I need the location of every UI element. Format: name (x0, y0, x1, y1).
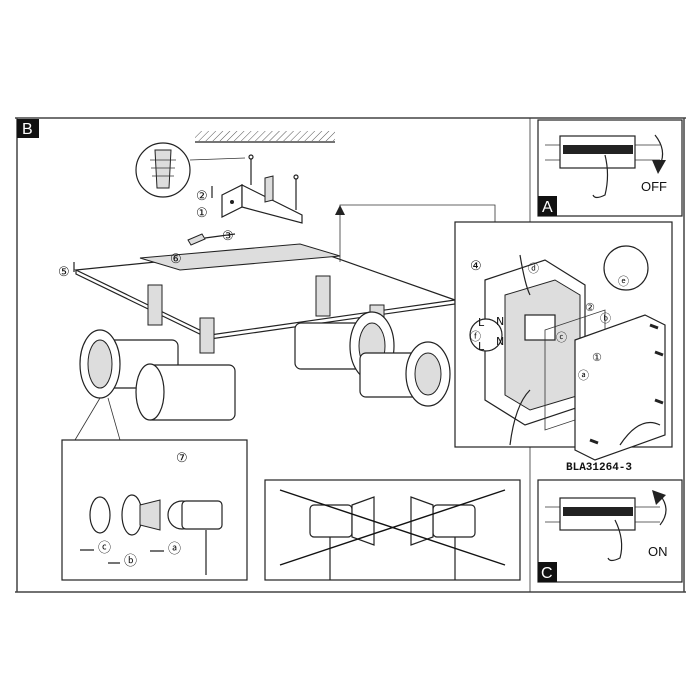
spotlight-1 (79, 329, 179, 399)
ceiling-plate (73, 243, 456, 340)
box-sub-step-c-label: ⓒ (556, 331, 567, 344)
switch-off-text: OFF (641, 179, 667, 194)
panel-a-label: A (542, 199, 553, 216)
junction-arrow (339, 204, 496, 262)
panel-b-label-box (17, 119, 39, 138)
mounting-bracket (221, 175, 303, 224)
sub-step-c-label: ⓒ (98, 540, 111, 555)
box-sub-step-a-label: ⓐ (578, 369, 589, 382)
box-sub-step-b-label: ⓑ (600, 312, 611, 325)
switch-on-panel (537, 479, 683, 583)
incorrect-orientation-panel (264, 479, 521, 581)
sub-step-f-label: ⓕ (470, 330, 481, 343)
panel-b-label: B (22, 121, 33, 138)
screwdriver-icon (187, 233, 236, 246)
switch-on-text: ON (648, 544, 668, 559)
box-step-1-label: ① (592, 351, 602, 364)
spotlight-4 (359, 341, 451, 407)
sub-step-b-label: ⓑ (124, 553, 137, 568)
terminal-l2-label: L (478, 340, 485, 353)
hand-icon (592, 154, 609, 199)
arrow-down-icon (652, 160, 666, 174)
cross-out-line (279, 489, 506, 566)
screw-icon (589, 323, 664, 445)
step-4-label: ④ (470, 258, 482, 273)
sub-step-a-label: ⓐ (168, 541, 181, 556)
wall-plug-inset (135, 142, 246, 198)
panel-c-label: C (541, 565, 553, 582)
step-2-label: ② (196, 188, 208, 203)
box-step-2-label: ② (585, 301, 595, 314)
screw-icon (248, 154, 299, 210)
step-6-label: ⑥ (170, 251, 182, 266)
arrow-up-icon (652, 490, 666, 505)
terminal-n2-label: N (496, 335, 504, 348)
junction-box-panel (454, 221, 673, 461)
hand-icon (607, 519, 623, 562)
spotlight-2 (135, 363, 236, 421)
lamp-assembly-inset (61, 439, 248, 581)
sub-step-d-label: ⓓ (528, 262, 539, 275)
ceiling-hatch (195, 131, 335, 143)
switch-off-panel (537, 119, 683, 217)
step-5-label: ⑤ (58, 264, 70, 279)
step-7-label: ⑦ (176, 450, 188, 465)
spotlight-stems (147, 275, 385, 354)
sub-step-e-label: ⓔ (618, 275, 629, 288)
terminal-l1-label: L (478, 316, 485, 329)
model-code: BLA31264-3 (566, 462, 632, 474)
step-1-label: ① (196, 205, 208, 220)
terminal-n1-label: N (496, 315, 504, 328)
